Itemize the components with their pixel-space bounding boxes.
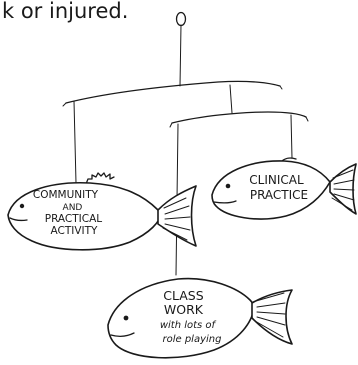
string-community <box>74 101 76 183</box>
upper-crossbar <box>63 81 282 106</box>
fish-clinical-label: CLINICAL PRACTICE <box>249 169 309 202</box>
lower-crossbar <box>170 112 308 127</box>
fish-clinical: CLINICAL PRACTICE <box>212 158 356 219</box>
hanging-ring <box>177 13 186 87</box>
fish-community: COMMUNITY AND PRACTICAL ACTIVITY <box>8 173 196 250</box>
eye-icon <box>124 316 129 321</box>
eye-icon <box>20 204 24 208</box>
caption-fragment: k or injured. <box>2 0 128 23</box>
string-clinical <box>291 115 292 158</box>
eye-icon <box>226 184 231 189</box>
fish-classwork: CLASS WORK with lots of role playing <box>108 279 292 358</box>
string-upper-to-lower <box>230 85 232 113</box>
